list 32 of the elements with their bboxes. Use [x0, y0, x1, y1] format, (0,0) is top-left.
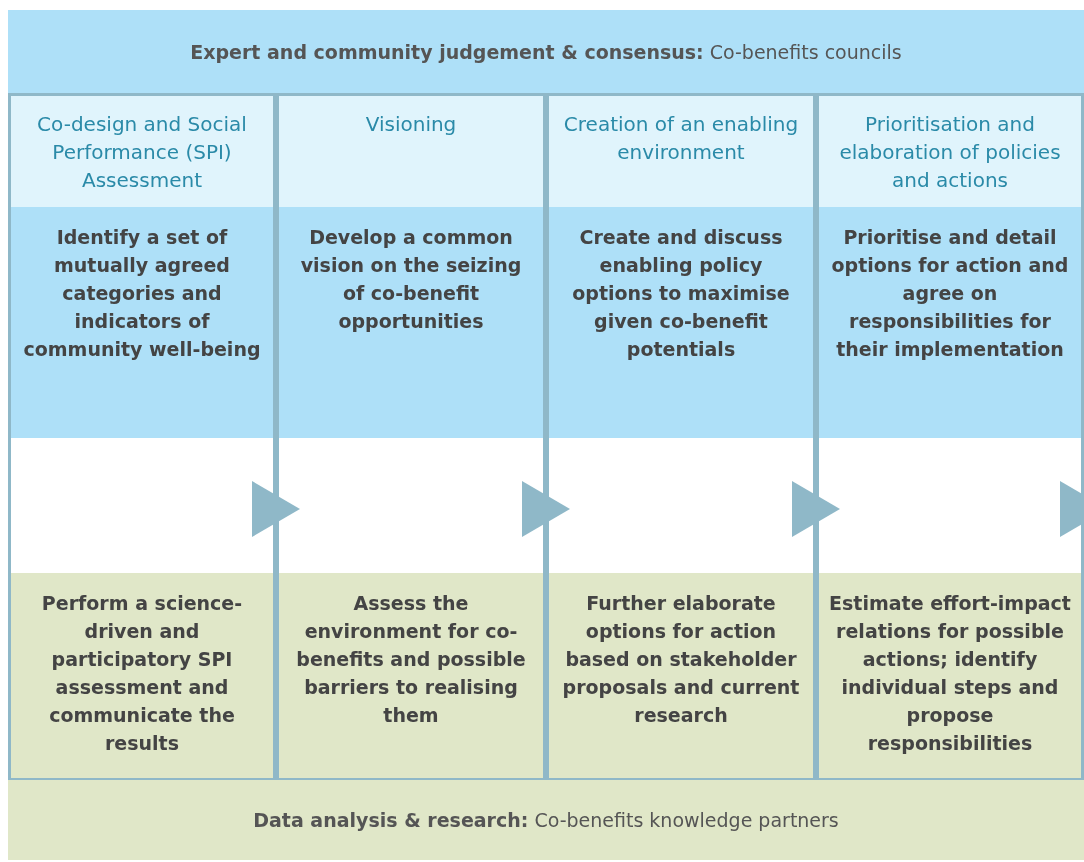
research-panel — [11, 573, 273, 778]
header-band — [8, 10, 1084, 93]
panel-text: Develop a common vision on the seizing of co-benefit opportunities — [299, 225, 523, 334]
task-panel — [549, 207, 813, 438]
research-panel — [819, 573, 1081, 778]
process-column — [8, 93, 276, 781]
column-heading: Co-design and Social Performance (SPI) Assessment — [11, 96, 273, 207]
arrow — [1060, 481, 1084, 537]
band-title: Expert and community judgement & consensus: Co-benefits councils — [190, 39, 902, 65]
panel-text: Create and discuss enabling policy options to maximise given co-benefit potentials — [571, 225, 791, 362]
footer-band — [8, 780, 1084, 860]
research-panel — [549, 573, 813, 778]
arrow — [792, 481, 840, 537]
panel-text: Further elaborate options for action based on stakeholder proposals and current research — [561, 591, 801, 728]
band-title: Data analysis & research: Co-benefits knowledge partners — [253, 808, 839, 833]
arrow — [252, 481, 300, 537]
process-column — [276, 93, 546, 781]
column-heading: Visioning — [279, 96, 543, 207]
panel-text: Assess the environment for co-benefits and possible barriers to realising them — [295, 591, 527, 728]
process-column — [546, 93, 816, 781]
column-heading: Prioritisation and elaboration of policies and actions — [819, 96, 1081, 207]
panel-text: Perform a science-driven and participatory SPI assessment and communicate the results — [40, 591, 244, 756]
research-panel — [279, 573, 543, 778]
panel-text: Estimate effort-impact relations for possible actions; identify individual steps and propose responsibilities — [829, 591, 1071, 756]
arrow — [522, 481, 570, 537]
task-panel — [819, 207, 1081, 438]
task-panel — [11, 207, 273, 438]
task-panel — [279, 207, 543, 438]
column-heading: Creation of an enabling environment — [549, 96, 813, 207]
panel-text: Prioritise and detail options for action and agree on responsibilities for their implementation — [830, 225, 1070, 362]
process-column — [816, 93, 1084, 781]
panel-text: Identify a set of mutually agreed categories and indicators of community well-being — [22, 225, 262, 362]
